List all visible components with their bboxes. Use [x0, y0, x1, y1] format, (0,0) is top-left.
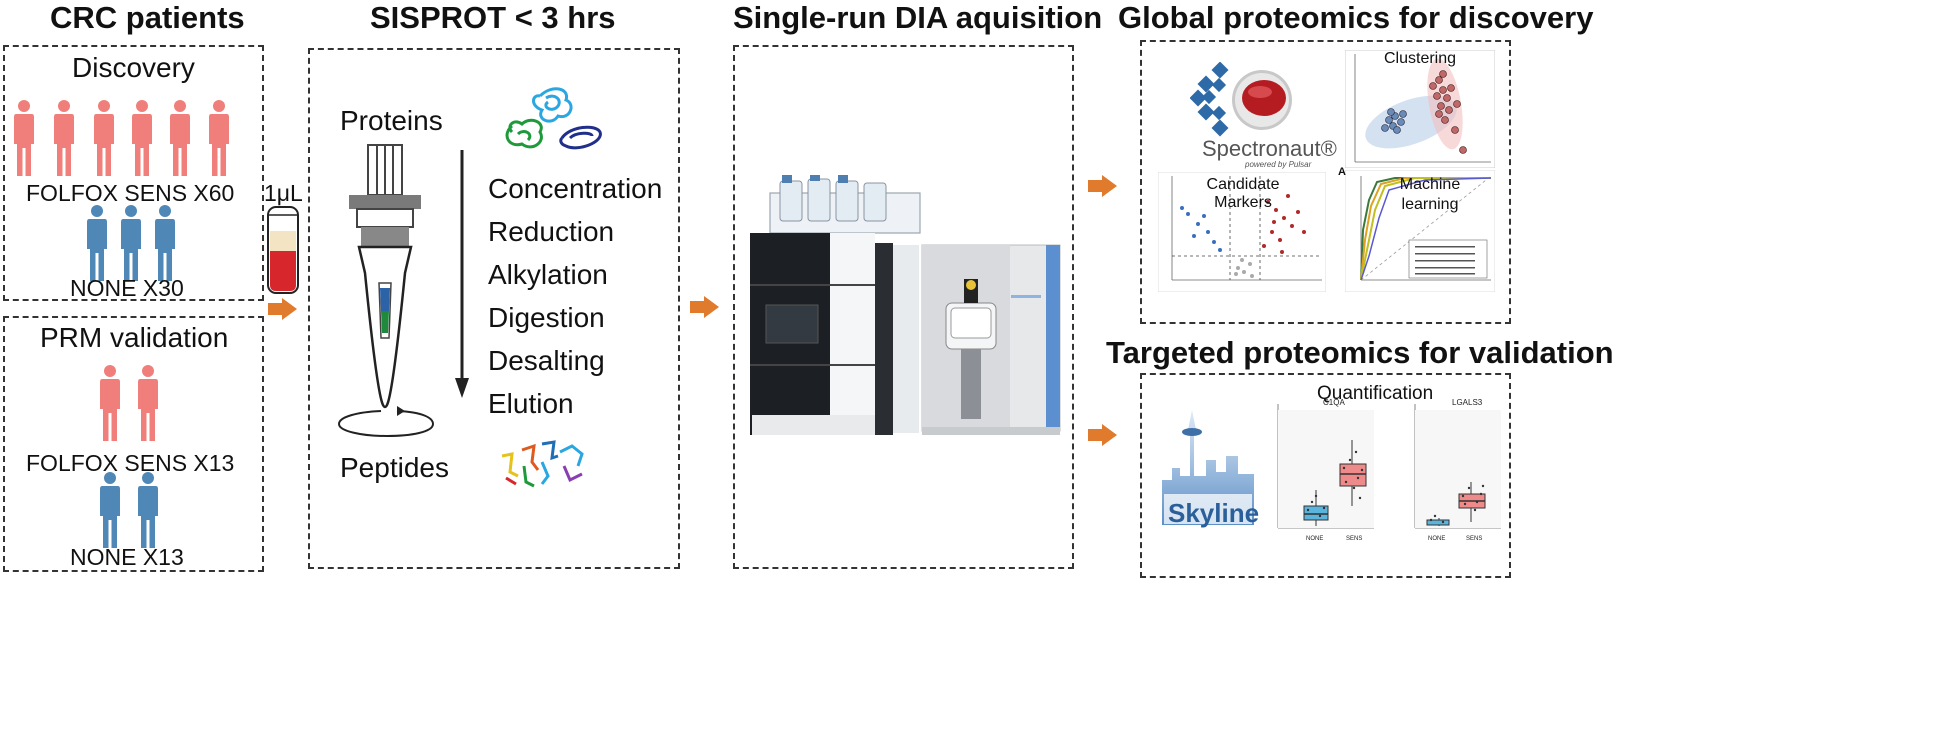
dia-box: [733, 45, 1074, 569]
person-icon: [14, 100, 229, 176]
header-sisprot: SISPROT < 3 hrs: [370, 0, 616, 35]
sample-volume-label: 1μL: [264, 180, 303, 206]
spectronaut-subtitle: powered by Pulsar: [1245, 160, 1312, 169]
prm-sens-label: FOLFOX SENS X13: [26, 450, 235, 476]
person-icon: [87, 205, 175, 281]
arrow-icon: [1088, 424, 1117, 446]
header-crc-patients: CRC patients: [50, 0, 245, 35]
clustering-plot: [1345, 50, 1495, 168]
boxplot-c1qa-x-none: NONE: [1306, 536, 1324, 542]
step-alkylation: Alkylation: [488, 259, 608, 290]
header-dia-acquisition: Single-run DIA aquisition: [733, 0, 1103, 35]
prm-none-patient-group: [100, 472, 158, 548]
sisprot-box: [308, 48, 680, 569]
discovery-title: Discovery: [72, 52, 195, 83]
skyline-logo-text: Skyline: [1168, 498, 1260, 528]
arrow-icon: [1088, 175, 1117, 197]
boxplot-c1qa: [1277, 404, 1374, 529]
lc-ms-instrument-image: [750, 175, 1061, 435]
targeted-proteomics-box: [1140, 373, 1511, 578]
none-patient-group: [87, 205, 175, 281]
proteins-label: Proteins: [340, 105, 443, 136]
sens-patient-group: [14, 100, 229, 176]
discovery-box: [3, 45, 264, 301]
peptides-label: Peptides: [340, 452, 449, 483]
boxplot-lgals3-title: LGALS3: [1452, 398, 1483, 407]
sisprot-steps-list: Concentration Reduction Alkylation Diges…: [488, 167, 662, 425]
header-targeted-proteomics: Targeted proteomics for validation: [1106, 335, 1614, 370]
arrow-icon: [690, 296, 719, 318]
prm-title: PRM validation: [40, 322, 229, 353]
prm-sens-patient-group: [100, 365, 158, 441]
quantification-label: Quantification: [1317, 383, 1434, 404]
global-proteomics-box: [1140, 40, 1511, 324]
machine-learning-label: Machine learning: [1399, 176, 1461, 213]
person-icon: [100, 365, 158, 441]
discovery-sens-label: FOLFOX SENS X60: [26, 180, 235, 206]
boxplot-lgals3: [1414, 404, 1501, 529]
volcano-plot: [1158, 172, 1326, 292]
roc-curve-plot: [1345, 170, 1495, 292]
step-reduction: Reduction: [488, 216, 615, 247]
arrow-icon: [268, 298, 297, 320]
candidate-markers-label: Candidate Markers: [1206, 176, 1280, 211]
peptide-fragments-icon: [501, 440, 584, 488]
step-desalting: Desalting: [488, 345, 605, 376]
prm-none-label: NONE X13: [70, 544, 184, 570]
centrifuge-rotation-icon: [337, 406, 435, 438]
spectronaut-logo-icon: [1190, 62, 1292, 137]
process-arrow-icon: [455, 150, 469, 398]
step-concentration: Concentration: [488, 173, 663, 204]
header-global-proteomics: Global proteomics for discovery: [1118, 0, 1594, 35]
spin-tip-icon: [349, 144, 421, 409]
skyline-logo-icon: [1162, 410, 1254, 525]
protein-molecules-icon: [505, 87, 602, 150]
boxplot-c1qa-title: C1QA: [1323, 398, 1345, 407]
discovery-none-label: NONE X30: [70, 275, 184, 301]
serum-tube-icon: [267, 206, 299, 294]
roc-panel-letter: A: [1338, 166, 1346, 178]
clustering-label: Clustering: [1384, 50, 1457, 67]
person-icon: [100, 472, 158, 548]
boxplot-c1qa-x-sens: SENS: [1346, 536, 1363, 542]
boxplot-lgals3-x-none: NONE: [1428, 536, 1446, 542]
step-elution: Elution: [488, 388, 574, 419]
prm-box: [3, 316, 264, 572]
boxplot-lgals3-x-sens: SENS: [1466, 536, 1483, 542]
step-digestion: Digestion: [488, 302, 605, 333]
spectronaut-logo-text: Spectronaut®: [1202, 136, 1337, 161]
